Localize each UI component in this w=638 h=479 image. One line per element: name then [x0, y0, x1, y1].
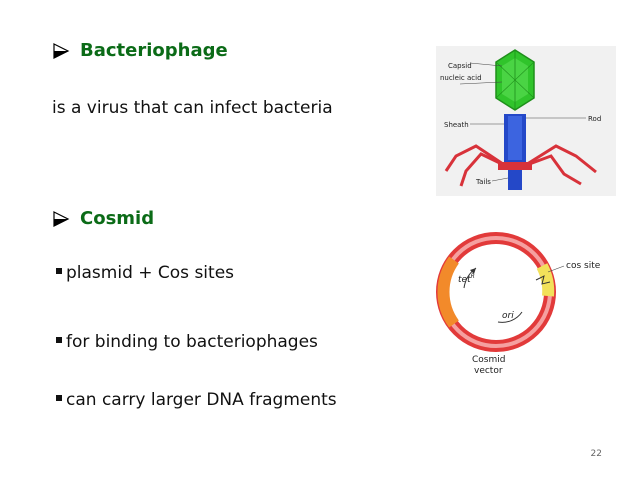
phage-sheath	[504, 114, 526, 190]
cosmid-title-label: Cosmid	[472, 355, 505, 365]
capsid-label: Capsid	[448, 62, 472, 70]
cos-site-label: cos site	[566, 261, 601, 271]
phage-capsid	[495, 49, 535, 111]
arrow-bullet-icon	[53, 42, 70, 59]
bullet-item: can carry larger DNA fragments	[56, 390, 337, 410]
cos-site-segment	[536, 263, 555, 297]
heading-text: Bacteriophage	[80, 40, 228, 61]
rod-label: Rod	[588, 115, 601, 123]
heading-cosmid: Cosmid	[52, 208, 154, 229]
phage-tails	[444, 144, 597, 187]
bullet-item: for binding to bacteriophages	[56, 332, 318, 352]
page-number: 22	[590, 449, 602, 459]
tet-label: tetR	[458, 273, 475, 285]
heading-text: Cosmid	[80, 208, 155, 229]
square-bullet-icon	[56, 337, 62, 343]
heading-bacteriophage: Bacteriophage	[52, 40, 228, 61]
bullet-item: plasmid + Cos sites	[56, 263, 234, 283]
sheath-label: Sheath	[444, 121, 469, 129]
square-bullet-icon	[56, 268, 62, 274]
cosmid-vector-diagram: cos site tetR ori Cosmid vector	[424, 232, 614, 380]
definition-text: is a virus that can infect bacteria	[52, 98, 333, 118]
nucleic-acid-label: nucleic acid	[440, 74, 482, 82]
arrow-bullet-icon	[53, 210, 70, 227]
bullet-text: plasmid + Cos sites	[66, 263, 235, 283]
tails-label: Tails	[475, 178, 491, 186]
bacteriophage-diagram: Capsid nucleic acid Rod Sheath Tails	[436, 46, 616, 196]
phage-label-lines	[459, 62, 586, 182]
bullet-text: for binding to bacteriophages	[66, 332, 318, 352]
bullet-text: can carry larger DNA fragments	[66, 390, 337, 410]
vector-label: vector	[474, 366, 503, 376]
tet-gene-segment	[437, 256, 459, 328]
ori-label: ori	[502, 311, 514, 321]
square-bullet-icon	[56, 395, 62, 401]
